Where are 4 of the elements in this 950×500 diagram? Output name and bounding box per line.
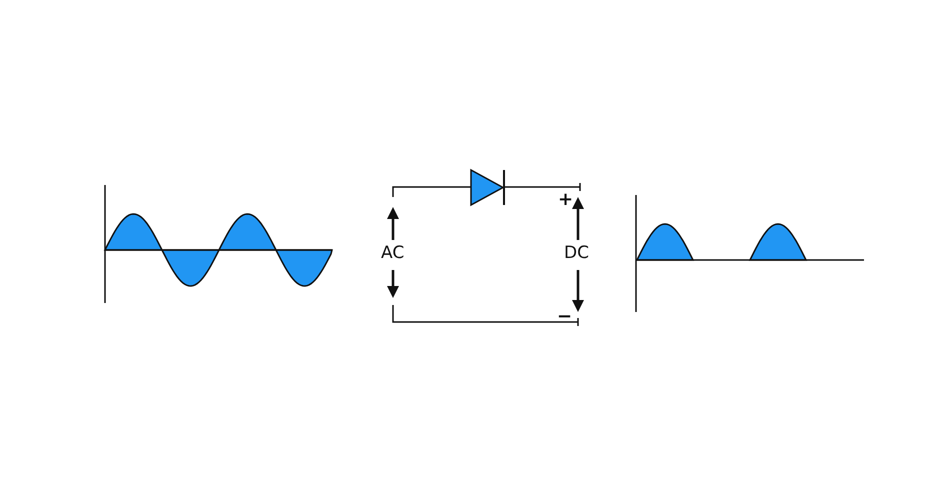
polarity-sign: − — [557, 308, 572, 326]
voltage-label: AC — [381, 245, 404, 262]
polarity-sign: + — [558, 191, 574, 209]
voltage-label: DC — [564, 245, 589, 262]
